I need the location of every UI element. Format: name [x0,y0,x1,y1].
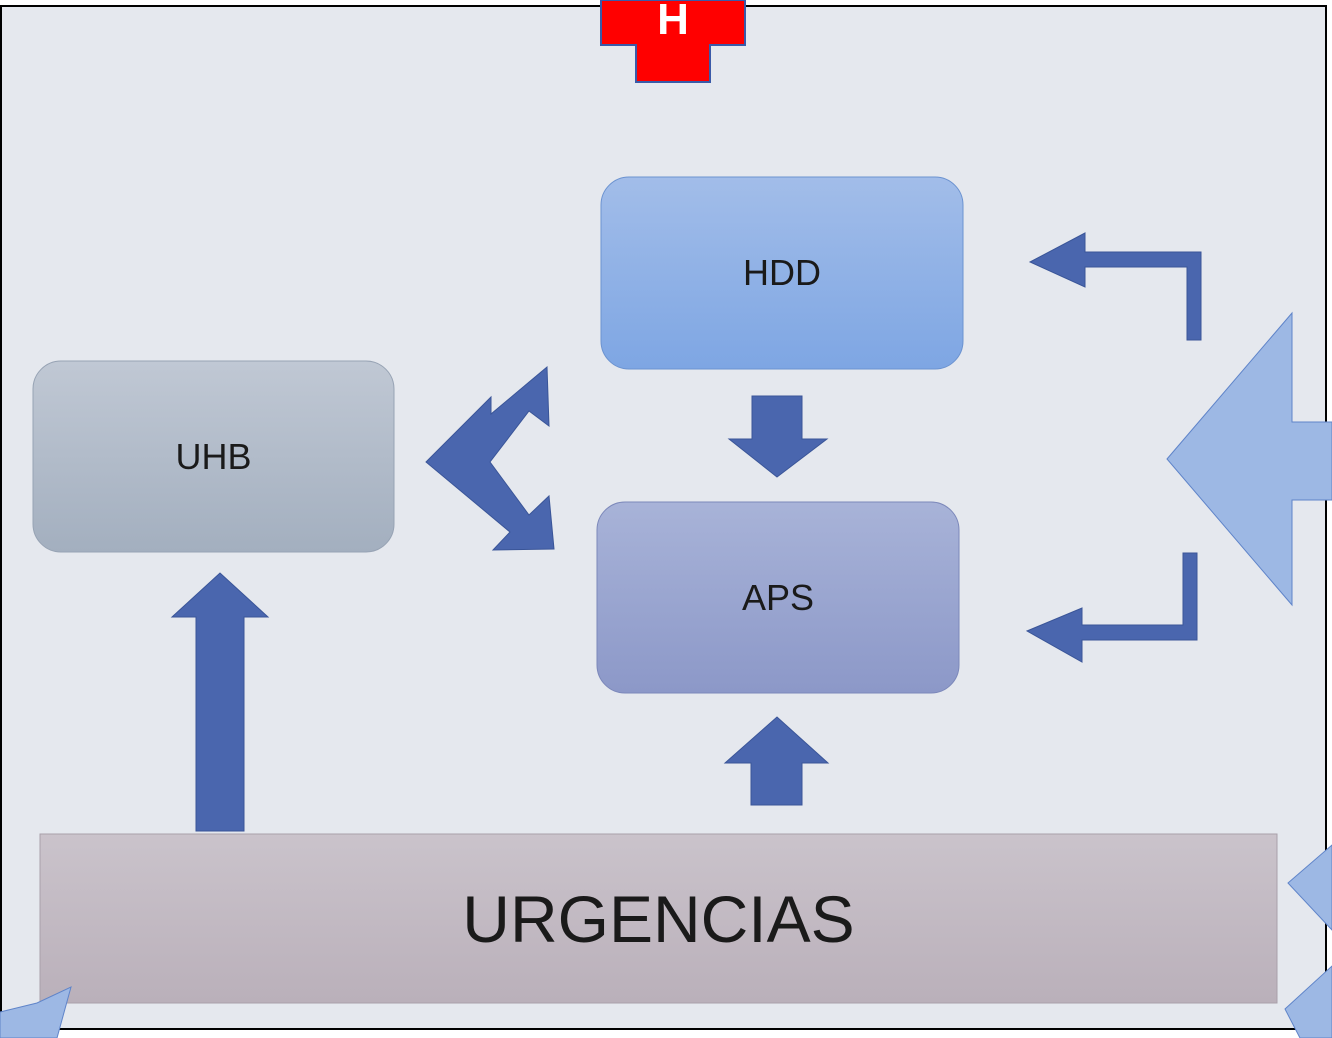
arrow-incoming-corner-bottom-right [1284,965,1332,1038]
arrow-incoming-corner-bottom-left [0,986,72,1038]
arrow-external-to-hdd [1028,232,1202,341]
arrow-incoming-large [1166,311,1332,607]
node-hdd [600,176,964,370]
arrow-incoming-corner-right [1287,844,1332,931]
node-aps [596,501,960,694]
hospital-cross-icon [600,0,746,83]
node-urgencias [39,833,1278,1004]
arrow-urgencias-to-aps [723,716,830,806]
arrow-external-to-aps [1025,552,1198,663]
arrow-hdd-to-aps [727,395,829,478]
arrow-uhb-bidirectional [425,365,555,551]
arrow-urgencias-to-uhb [170,572,270,832]
node-uhb [32,360,395,553]
